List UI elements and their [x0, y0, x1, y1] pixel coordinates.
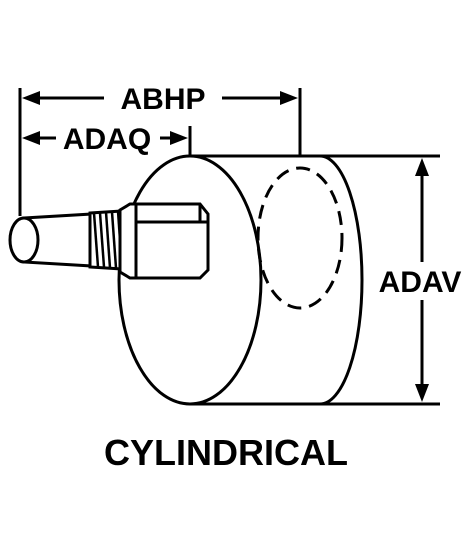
diagram-caption: CYLINDRICAL: [104, 432, 348, 473]
stud-length-label: ADAQ: [63, 123, 151, 156]
threaded-stud: [8, 202, 210, 280]
arrowhead-right: [280, 91, 298, 105]
arrowhead-left: [22, 91, 40, 105]
stud-end: [8, 216, 40, 264]
arrowhead-left: [22, 131, 40, 145]
cylinder-body: [117, 154, 364, 406]
diameter-label: ADAV: [379, 266, 462, 299]
dimension-overall-length: [18, 88, 302, 216]
dimension-stud-length: [22, 126, 192, 156]
arrowhead-up: [415, 158, 429, 176]
hidden-recess-outline: [256, 166, 344, 310]
overall-length-label: ABHP: [120, 83, 205, 116]
hex-nut: [118, 202, 210, 280]
cylinder-front-face: [117, 154, 263, 406]
arrowhead-down: [415, 384, 429, 402]
dimension-diameter: [320, 154, 440, 406]
arrowhead-right: [170, 131, 188, 145]
